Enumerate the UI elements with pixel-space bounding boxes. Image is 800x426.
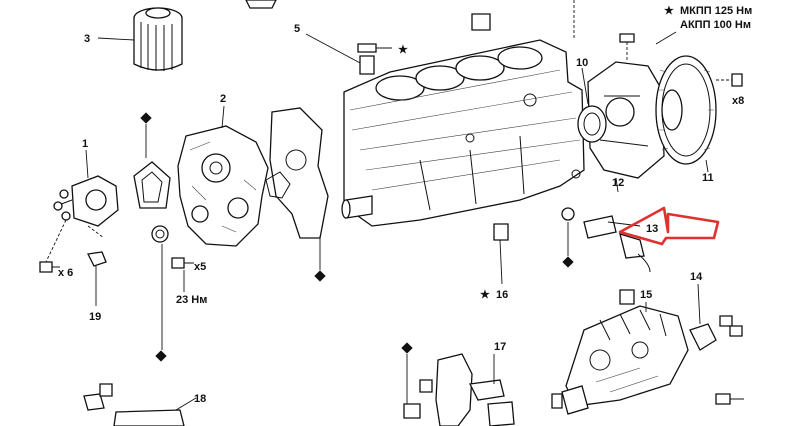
callout-18: 18 xyxy=(194,393,206,405)
callout-12: 12 xyxy=(612,177,624,189)
diamond-marker-2 xyxy=(155,350,167,362)
callout-19: 19 xyxy=(89,311,101,323)
part-18[interactable] xyxy=(113,409,185,426)
callout-2: 2 xyxy=(220,93,226,105)
torque-23: 23 Нм xyxy=(176,294,207,306)
bracket-17[interactable] xyxy=(435,353,515,426)
callout-3: 3 xyxy=(84,33,90,45)
washer xyxy=(561,207,575,221)
flywheel-bolts xyxy=(731,73,743,87)
callout-15: 15 xyxy=(640,289,652,301)
bracket-14[interactable] xyxy=(689,323,717,351)
star-16: ★ xyxy=(480,289,490,301)
gasket xyxy=(133,161,171,209)
clip xyxy=(87,251,107,267)
diamond-marker-3 xyxy=(314,270,326,282)
oil-filter[interactable] xyxy=(133,7,183,71)
front-cover[interactable] xyxy=(177,125,269,247)
callout-1: 1 xyxy=(82,138,88,150)
flywheel[interactable] xyxy=(655,55,717,165)
pump-nut xyxy=(715,393,731,405)
diamond-marker-5 xyxy=(401,342,413,354)
sensor-top xyxy=(357,43,377,53)
callout-5: 5 xyxy=(294,23,300,35)
star-torque: ★ xyxy=(664,5,674,17)
callout-17: 17 xyxy=(494,341,506,353)
injection-pump[interactable] xyxy=(561,289,689,415)
bolt-group-x6 xyxy=(39,261,60,273)
engine-block[interactable] xyxy=(341,39,585,227)
diamond-marker-4 xyxy=(562,256,574,268)
qty-x8: x8 xyxy=(732,95,744,107)
bolt-top xyxy=(245,0,277,9)
pump-bolt xyxy=(551,393,563,409)
plug-top xyxy=(471,13,491,31)
rear-plate[interactable] xyxy=(587,61,665,179)
star-sensor: ★ xyxy=(398,44,408,56)
callout-16: 16 xyxy=(496,289,508,301)
plate-bolt xyxy=(619,33,635,43)
water-pump[interactable] xyxy=(53,175,119,227)
oil-seal xyxy=(151,225,169,243)
drain-plug[interactable] xyxy=(493,223,509,241)
callout-13: 13 xyxy=(646,223,658,235)
knock-sensor[interactable] xyxy=(583,215,651,273)
callout-14: 14 xyxy=(690,271,703,283)
qty-x5: x5 xyxy=(194,261,206,273)
rear-seal[interactable] xyxy=(577,105,607,143)
torque-akpp: АКПП 100 Нм xyxy=(680,19,751,31)
torque-mkpp: МКПП 125 Нм xyxy=(680,5,752,17)
bolt-17 xyxy=(403,403,421,419)
callout-10: 10 xyxy=(576,57,588,69)
callout-11: 11 xyxy=(702,172,714,184)
highlight-arrow xyxy=(618,206,720,246)
diamond-marker xyxy=(140,112,152,124)
bolt-18 xyxy=(83,393,105,411)
plug-5 xyxy=(359,55,375,75)
qty-x6: x 6 xyxy=(58,267,73,279)
bolt-group-x5 xyxy=(171,257,185,269)
